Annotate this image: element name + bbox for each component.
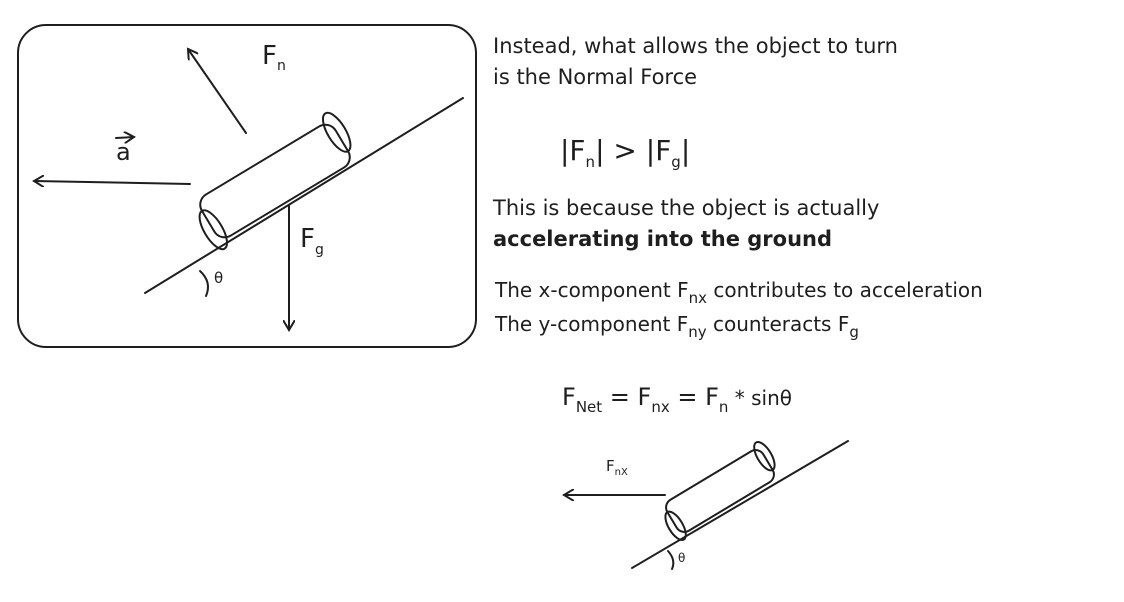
fg-label: Fg (300, 224, 324, 258)
text-line-6: The y-component Fny counteracts Fg (494, 312, 859, 341)
theta-label-2: θ (678, 551, 685, 565)
component-diagram: FnX θ (564, 440, 849, 570)
slope-line-2 (631, 440, 849, 569)
theta-label: θ (214, 269, 223, 287)
free-body-diagram: Fn a Fg θ (17, 24, 477, 348)
fnx-label: FnX (606, 457, 628, 478)
slope-line (144, 97, 464, 294)
net-force-equation: FNet = Fnx = Fn * sinθ (562, 383, 792, 416)
text-line-3: This is because the object is actually (492, 196, 879, 220)
cylinder-object (198, 111, 352, 251)
cylinder-object-2 (664, 440, 776, 542)
acceleration-arrow (34, 181, 191, 184)
inequality: |Fn| > |Fg| (560, 134, 690, 171)
text-line-2: is the Normal Force (493, 65, 697, 89)
normal-force-arrow (188, 49, 247, 134)
acceleration-label: a (116, 138, 131, 166)
text-line-4-bold: accelerating into the ground (493, 227, 832, 251)
angle-arc (199, 270, 209, 297)
text-line-5: The x-component Fnx contributes to accel… (494, 278, 983, 307)
diagram-frame (17, 24, 477, 348)
angle-arc-2 (667, 550, 675, 570)
vector-arrow-icon (115, 137, 134, 138)
fn-label: Fn (262, 41, 286, 74)
text-line-1: Instead, what allows the object to turn (493, 34, 898, 58)
